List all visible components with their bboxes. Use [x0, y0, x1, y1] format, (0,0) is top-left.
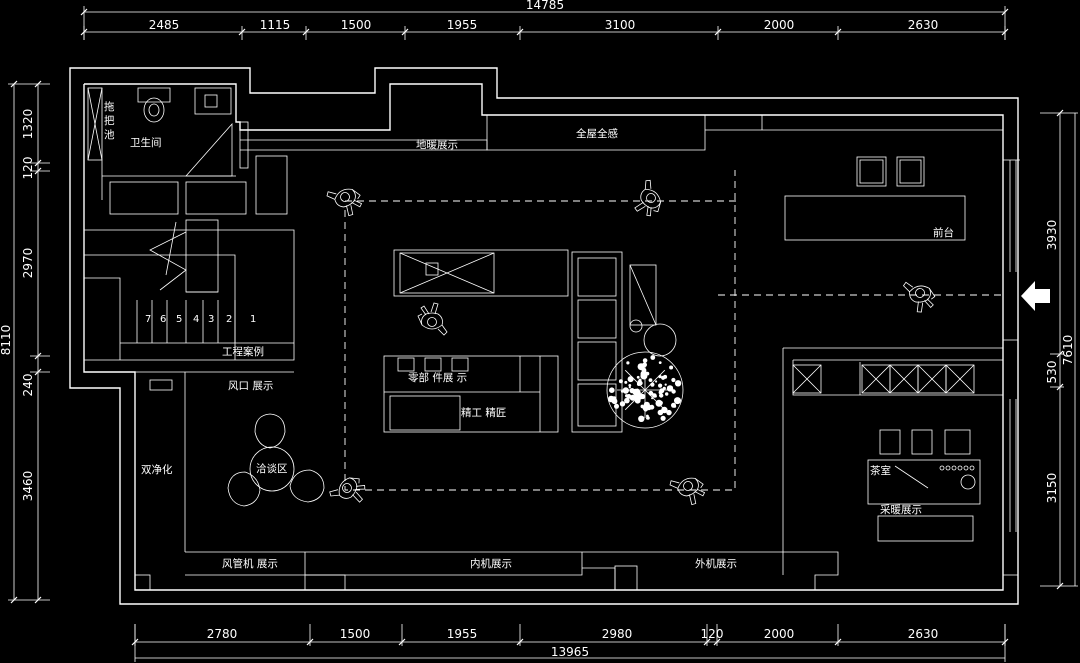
stair-step-number: 2 — [226, 314, 232, 325]
left-wing: 风口 展示 双净化 — [135, 371, 294, 552]
label-heating-display: 采暖展示 — [880, 503, 922, 516]
stair-step-number: 4 — [193, 314, 199, 325]
top-dimension-chain: 14785 2485 1115 1500 1955 3100 2000 2630 — [80, 0, 1009, 40]
dim-top-seg-3: 1500 — [341, 18, 372, 32]
dim-right-total: 7610 — [1061, 335, 1075, 366]
label-mop-sink: 拖把池 — [104, 100, 115, 141]
dim-top-seg-5: 3100 — [605, 18, 636, 32]
dim-bottom-seg-5: 120 — [701, 627, 724, 641]
stair-step-number: 5 — [176, 314, 182, 325]
label-duct-unit: 风管机 展示 — [222, 557, 278, 570]
dim-bottom-seg-2: 1500 — [340, 627, 371, 641]
label-craft: 精工 精匠 — [461, 406, 506, 419]
outer-walls — [69, 67, 1020, 605]
circulation-path — [344, 170, 1002, 491]
bottom-dimension-chain: 2780 1500 1955 2980 120 2000 2630 13965 — [131, 624, 1009, 662]
dim-right-seg-1: 3930 — [1045, 220, 1059, 251]
dim-right-seg-2: 530 — [1045, 361, 1059, 384]
dim-bottom-seg-1: 2780 — [207, 627, 238, 641]
dim-top-seg-1: 2485 — [149, 18, 180, 32]
dim-bottom-seg-7: 2630 — [908, 627, 939, 641]
dim-left-seg-4: 240 — [21, 374, 35, 397]
label-dual-purify: 双净化 — [141, 463, 173, 476]
stair-step-number: 3 — [208, 314, 214, 325]
central-island: 零部 件展 示 精工 精匠 — [383, 249, 684, 433]
label-air-vent: 风口 展示 — [228, 380, 273, 392]
negotiation-area: 洽谈区 — [227, 413, 325, 507]
reception: 前台 — [784, 156, 966, 241]
plant-icon — [606, 351, 684, 429]
left-dimension-chain: 8110 1320 120 2970 240 3460 — [0, 80, 50, 604]
dim-top-seg-2: 1115 — [260, 18, 291, 32]
dim-bottom-seg-4: 2980 — [602, 627, 633, 641]
label-indoor-unit: 内机展示 — [470, 557, 512, 570]
label-negotiation: 洽谈区 — [256, 462, 288, 475]
dim-right-seg-3: 3150 — [1045, 473, 1059, 504]
dim-left-total: 8110 — [0, 325, 13, 356]
person-icons — [325, 177, 938, 511]
dim-left-seg-2: 120 — [21, 157, 35, 180]
person-icon — [668, 467, 711, 511]
label-toilet: 卫生间 — [130, 136, 162, 149]
person-icon — [327, 468, 371, 511]
person-icon — [325, 178, 368, 222]
dim-top-total: 14785 — [526, 0, 564, 12]
top-displays: 地暖展示 全屋全感 — [416, 127, 618, 151]
toilet-area: 拖把池 卫生间 — [87, 87, 249, 200]
label-parts: 零部 件展 示 — [408, 371, 467, 384]
right-dimension-chain: 3930 530 3150 7610 — [1040, 109, 1078, 590]
dim-left-seg-3: 2970 — [21, 248, 35, 279]
label-project-cases: 工程案例 — [222, 345, 264, 358]
label-tea-room: 茶室 — [870, 464, 891, 477]
label-floor-heating: 地暖展示 — [416, 138, 458, 151]
label-whole-house: 全屋全感 — [576, 127, 618, 140]
person-icon — [902, 277, 938, 315]
dim-bottom-seg-6: 2000 — [764, 627, 795, 641]
entrance-arrow-icon — [1021, 281, 1050, 311]
dim-top-seg-6: 2000 — [764, 18, 795, 32]
stair-step-number: 7 — [145, 314, 151, 325]
stair-step-number: 6 — [160, 314, 166, 325]
label-outdoor-unit: 外机展示 — [695, 557, 737, 570]
dim-bottom-seg-3: 1955 — [447, 627, 478, 641]
dim-top-seg-4: 1955 — [447, 18, 478, 32]
tea-room: 茶室 采暖展示 — [782, 347, 1003, 575]
person-icon — [626, 177, 671, 222]
label-reception: 前台 — [933, 226, 954, 239]
person-icon — [417, 302, 448, 336]
dim-left-seg-1: 1320 — [21, 109, 35, 140]
dim-bottom-total: 13965 — [551, 645, 589, 659]
bottom-displays: 风管机 展示 内机展示 外机展示 — [134, 551, 839, 591]
dim-top-seg-7: 2630 — [908, 18, 939, 32]
stair-step-number: 1 — [250, 314, 256, 325]
dim-left-seg-5: 3460 — [21, 471, 35, 502]
